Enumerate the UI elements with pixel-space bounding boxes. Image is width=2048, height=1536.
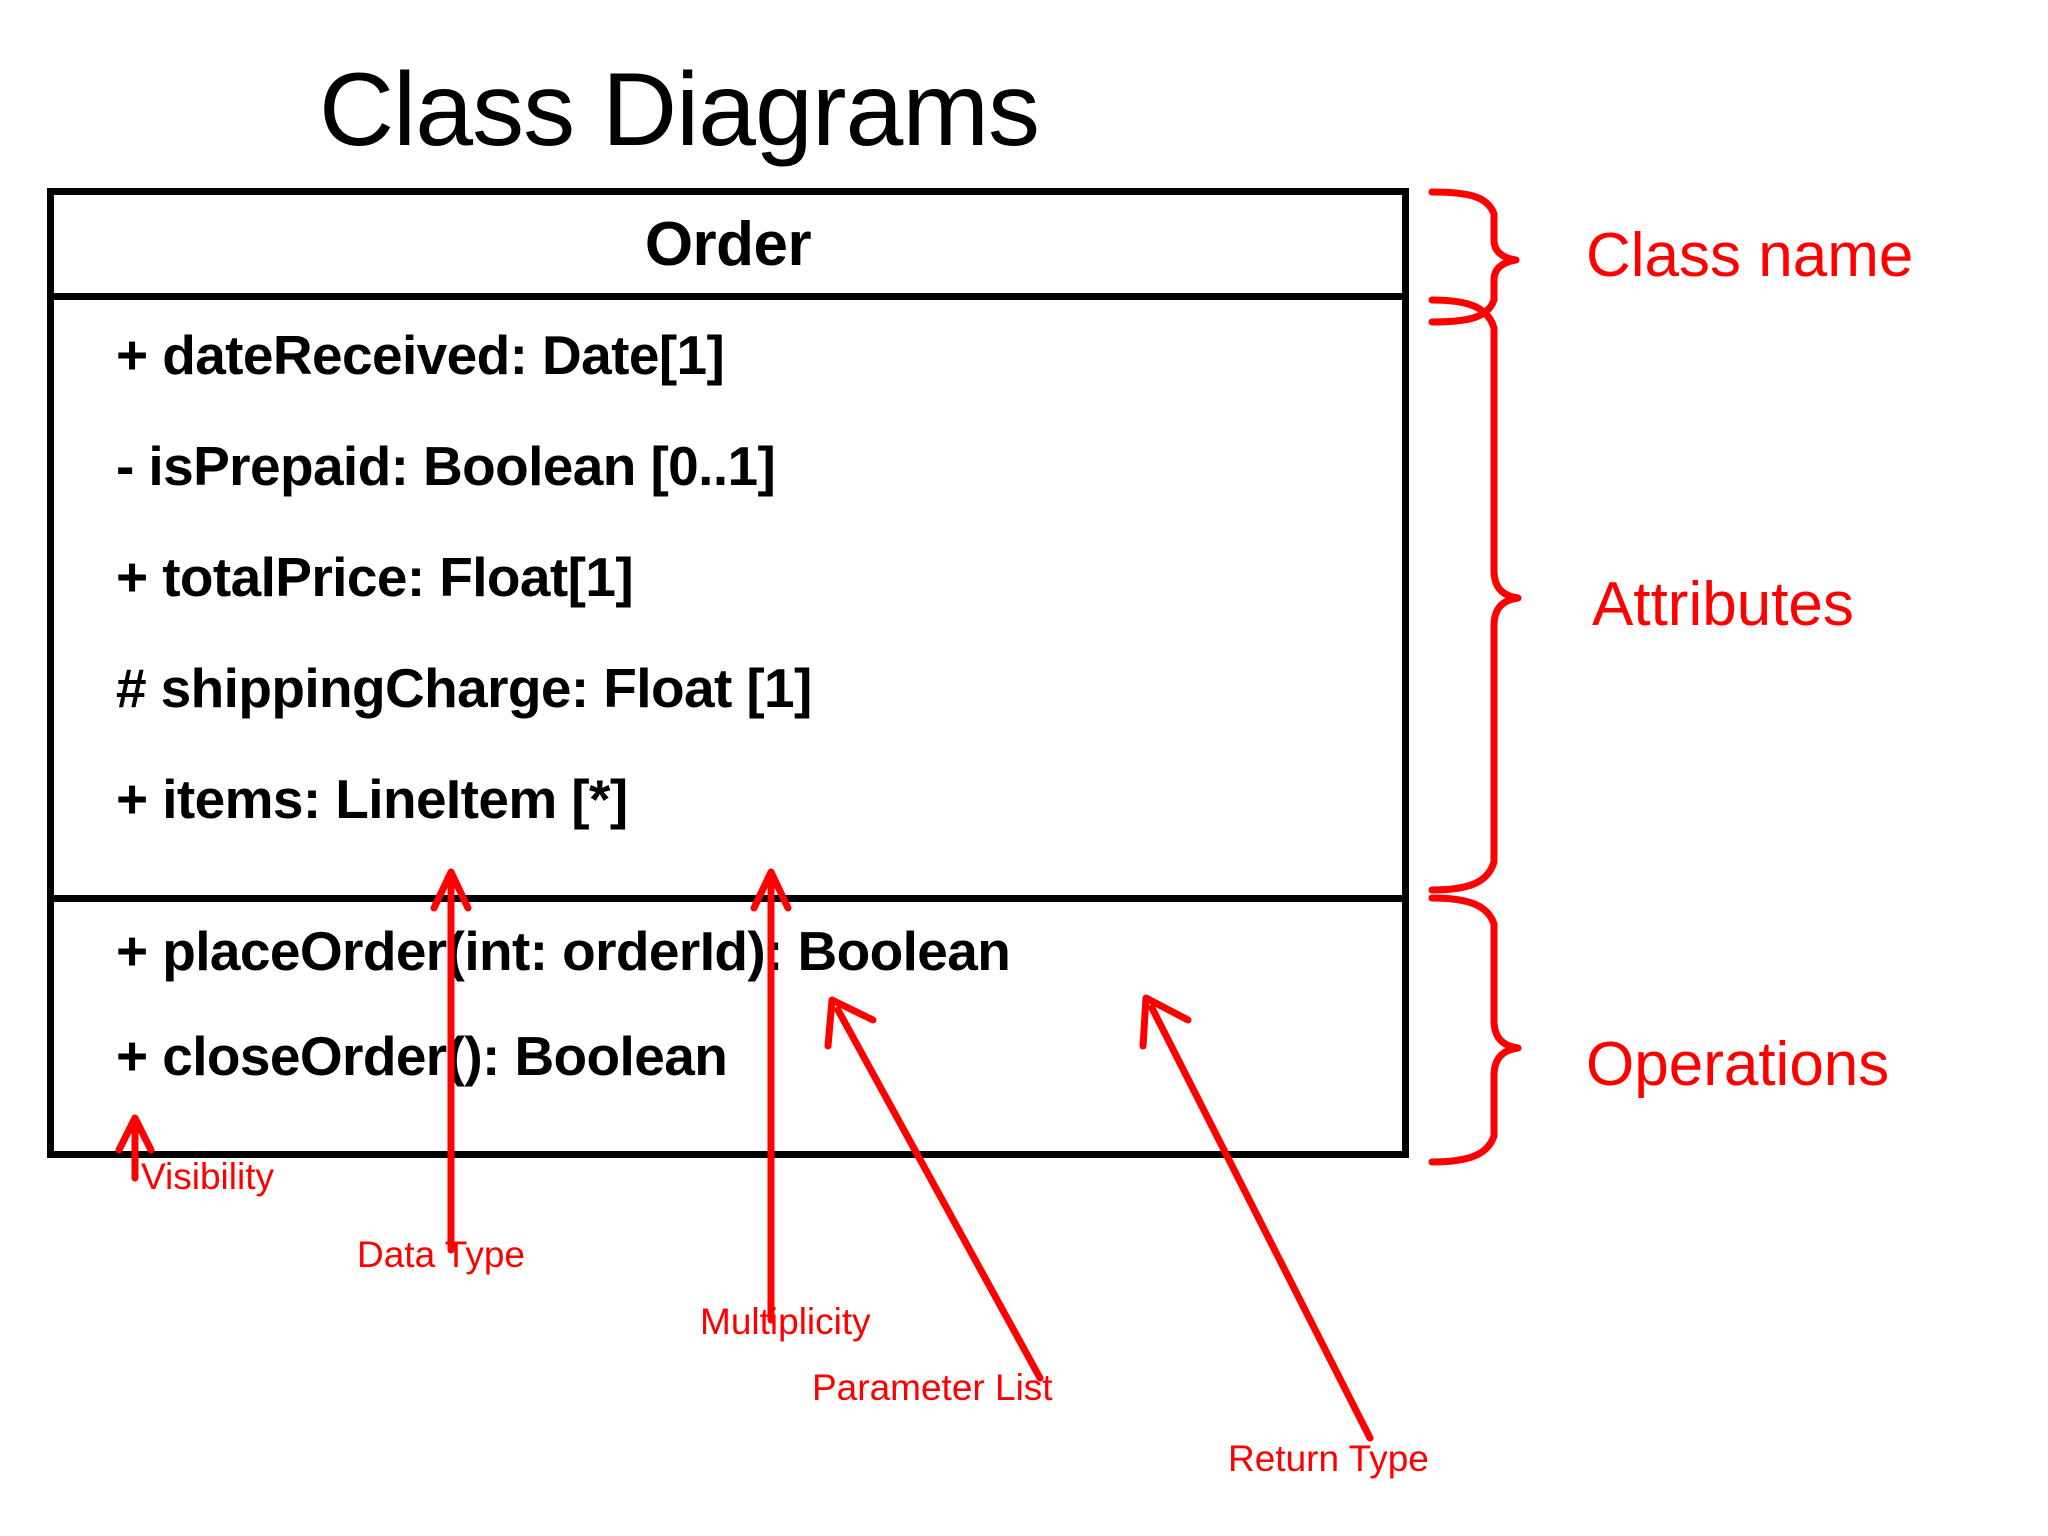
annotation-label-visibility: Visibility <box>141 1156 274 1197</box>
attribute-row: + items: LineItem [*] <box>116 768 628 830</box>
brace-class-name <box>1428 188 1520 326</box>
annotation-label-multiplicity: Multiplicity <box>700 1301 871 1342</box>
class-name-compartment: Order <box>54 195 1402 300</box>
attribute-row: - isPrepaid: Boolean [0..1] <box>116 435 776 497</box>
annotation-label-data-type: Data Type <box>357 1234 525 1275</box>
annotation-label-parameter-list: Parameter List <box>812 1367 1053 1408</box>
operations-compartment: + placeOrder(int: orderId): Boolean + cl… <box>54 902 1402 1151</box>
attribute-row: + dateReceived: Date[1] <box>116 324 725 386</box>
brace-attributes <box>1428 296 1522 894</box>
annotation-label-operations: Operations <box>1586 1030 1890 1099</box>
attribute-row: + totalPrice: Float[1] <box>116 546 634 608</box>
class-name-label: Order <box>644 209 812 279</box>
attributes-compartment: + dateReceived: Date[1] - isPrepaid: Boo… <box>54 300 1402 902</box>
brace-operations <box>1428 894 1522 1166</box>
uml-class-box: Order + dateReceived: Date[1] - isPrepai… <box>47 188 1409 1158</box>
operation-row: + placeOrder(int: orderId): Boolean <box>116 920 1011 982</box>
operation-row: + closeOrder(): Boolean <box>116 1025 728 1087</box>
annotation-label-return-type: Return Type <box>1228 1438 1429 1479</box>
attribute-row: # shippingCharge: Float [1] <box>116 657 812 719</box>
page-title: Class Diagrams <box>319 52 1040 168</box>
annotation-label-attributes: Attributes <box>1592 570 1854 639</box>
annotation-label-class-name: Class name <box>1586 221 1914 290</box>
